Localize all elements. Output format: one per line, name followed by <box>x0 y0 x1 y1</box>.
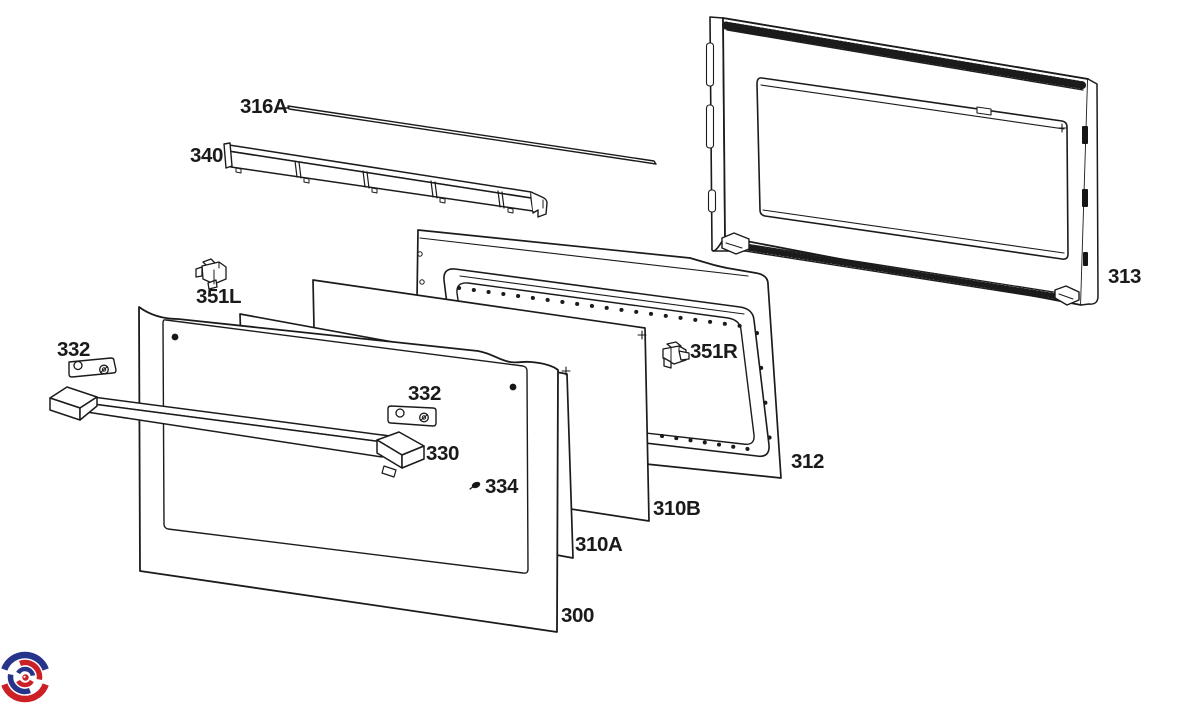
screw-hole-dot <box>509 383 517 391</box>
part-316a-trim-strip <box>282 105 657 165</box>
part-label-300: 300 <box>561 604 594 627</box>
part-label-351r: 351R <box>690 340 738 363</box>
part-label-330: 330 <box>426 442 459 465</box>
part-label-332-left: 332 <box>57 338 90 361</box>
brand-swirl-logo <box>1 651 49 703</box>
part-label-316a: 316A <box>240 95 288 118</box>
part-351l-clip <box>195 258 227 290</box>
screw-hole-dot <box>171 333 179 341</box>
part-label-312: 312 <box>791 450 824 473</box>
part-351r-clip <box>662 341 690 369</box>
part-labels: 316A 340 313 351L 332 332 330 334 351R 3… <box>57 95 1141 627</box>
part-332-handle-bracket-left <box>68 357 117 378</box>
part-label-313: 313 <box>1108 265 1141 288</box>
part-334-screw <box>469 481 481 490</box>
part-label-334: 334 <box>485 475 519 498</box>
part-label-310a: 310A <box>575 533 623 556</box>
part-330-door-handle <box>49 386 425 478</box>
part-label-351l: 351L <box>196 285 241 308</box>
part-313-outer-door-frame <box>705 16 1099 306</box>
part-label-340: 340 <box>190 144 223 167</box>
part-300-front-door-panel <box>138 306 559 633</box>
part-340-vent-grille <box>223 142 548 218</box>
part-label-332-right: 332 <box>408 382 441 405</box>
part-332-handle-bracket-right <box>387 405 437 427</box>
part-label-310b: 310B <box>653 497 700 520</box>
